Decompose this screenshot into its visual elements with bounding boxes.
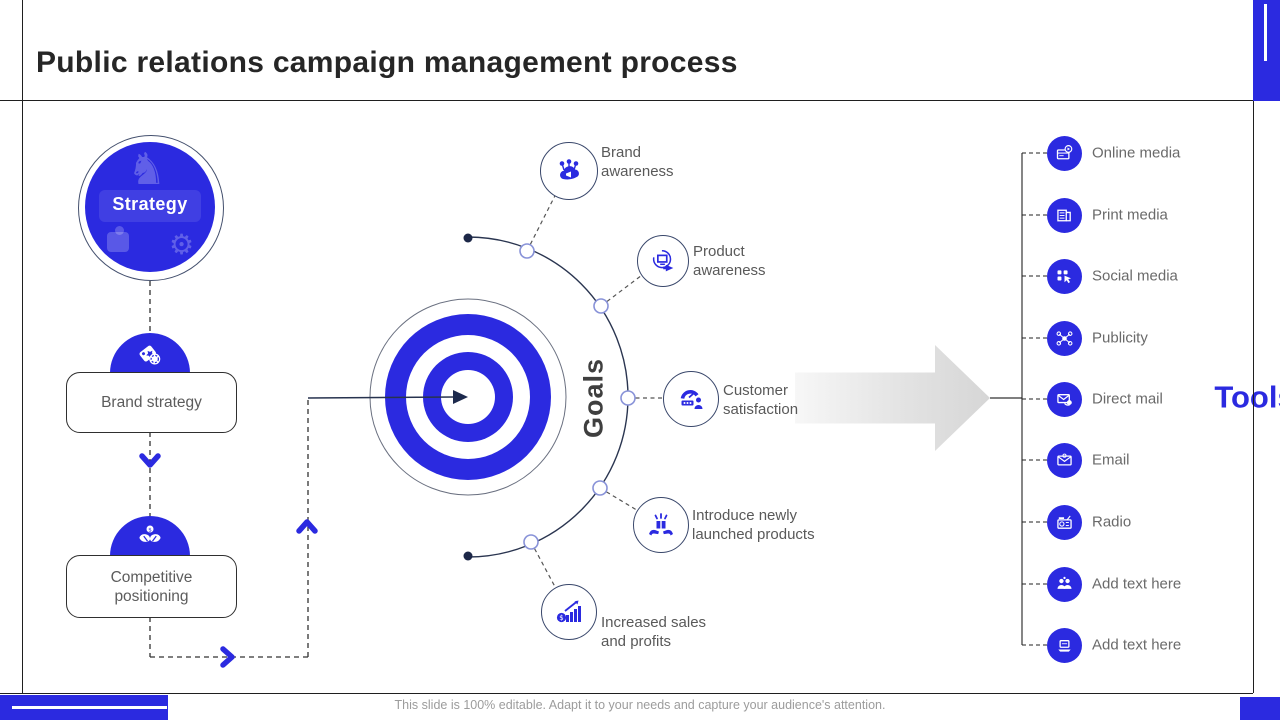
tool-item-publicity[interactable] bbox=[1047, 320, 1082, 356]
tool-label-radio: Radio bbox=[1092, 513, 1132, 531]
arc-nodes bbox=[519, 243, 636, 550]
chess-knight-icon: ♞ bbox=[127, 145, 167, 194]
price-tag-icon bbox=[139, 345, 161, 365]
target-arrow bbox=[307, 390, 468, 404]
tool-item-print-media[interactable] bbox=[1047, 197, 1082, 233]
competing-fists-icon: $ bbox=[139, 525, 161, 542]
new-product-launch-icon bbox=[649, 513, 673, 536]
goal-label-introduce-products: Introduce newly launched products bbox=[692, 507, 815, 543]
goal-item-increased-sales[interactable]: $ bbox=[541, 584, 597, 640]
print-media-icon bbox=[1057, 209, 1071, 221]
goal-item-product-awareness[interactable] bbox=[637, 235, 689, 287]
brand-strategy-label: Brand strategy bbox=[101, 394, 202, 411]
sales-growth-icon: $ bbox=[556, 600, 581, 623]
chevron-up-icon bbox=[296, 519, 318, 534]
goal-label-product-awareness: Product awareness bbox=[693, 243, 766, 279]
goals-axis-label: Goals bbox=[578, 357, 609, 439]
tool-label-print-media: Print media bbox=[1092, 206, 1168, 224]
social-media-icon bbox=[1057, 269, 1072, 283]
goal-item-customer-satisfaction[interactable] bbox=[663, 371, 719, 427]
team-discussion-icon bbox=[1057, 576, 1072, 589]
svg-text:$: $ bbox=[559, 614, 563, 622]
laptop-icon bbox=[1058, 639, 1071, 652]
radio-icon bbox=[1057, 515, 1072, 529]
direct-mail-icon bbox=[1057, 393, 1072, 406]
tool-item-radio[interactable] bbox=[1047, 504, 1082, 540]
goal-item-brand-awareness[interactable] bbox=[540, 142, 598, 200]
tool-label-add-text-1: Add text here bbox=[1092, 575, 1182, 593]
page-title: Public relations campaign management pro… bbox=[36, 46, 738, 80]
strategy-circle[interactable]: ♞ ⚙ Strategy bbox=[78, 135, 224, 281]
goal-label-increased-sales: Increased sales and profits bbox=[601, 614, 707, 650]
chevron-down-icon bbox=[139, 453, 161, 468]
tool-label-add-text-2: Add text here bbox=[1092, 636, 1182, 654]
strategy-label: Strategy bbox=[112, 194, 188, 214]
gear-check-icon: ⚙ bbox=[169, 229, 195, 260]
bottom-frame-line bbox=[0, 693, 1253, 694]
puzzle-piece-icon bbox=[107, 232, 129, 252]
brand-awareness-icon bbox=[559, 159, 579, 180]
brand-strategy-box[interactable]: Brand strategy bbox=[66, 372, 237, 433]
customer-satisfaction-icon bbox=[680, 390, 703, 409]
bottom-right-accent-bar bbox=[1240, 697, 1280, 720]
accent-white-line bbox=[12, 706, 167, 709]
tool-label-publicity: Publicity bbox=[1092, 329, 1148, 347]
tool-label-direct-mail: Direct mail bbox=[1092, 390, 1163, 408]
flow-chevron-arrows bbox=[139, 453, 318, 668]
tools-label: Tools bbox=[1214, 379, 1280, 415]
competitive-positioning-label: Competitive positioning bbox=[110, 568, 193, 605]
publicity-icon bbox=[1056, 330, 1073, 346]
right-frame-line bbox=[1253, 100, 1254, 693]
tool-item-email[interactable] bbox=[1047, 442, 1082, 478]
bottom-left-accent-bar bbox=[0, 695, 168, 720]
product-awareness-icon bbox=[652, 249, 674, 272]
left-frame-line bbox=[22, 0, 23, 694]
strategy-circle-core: ♞ ⚙ Strategy bbox=[85, 142, 215, 272]
tool-label-social-media: Social media bbox=[1092, 267, 1178, 285]
tool-label-email: Email bbox=[1092, 451, 1130, 469]
footer-note: This slide is 100% editable. Adapt it to… bbox=[394, 698, 886, 712]
tool-item-add-text-2[interactable] bbox=[1047, 627, 1082, 663]
goal-item-introduce-products[interactable] bbox=[633, 497, 689, 553]
chevron-right-icon bbox=[220, 646, 235, 668]
online-media-icon bbox=[1056, 144, 1073, 159]
tool-item-direct-mail[interactable] bbox=[1047, 381, 1082, 417]
competitive-positioning-box[interactable]: Competitive positioning bbox=[66, 555, 237, 618]
svg-text:$: $ bbox=[148, 527, 152, 533]
title-divider-line bbox=[0, 100, 1280, 101]
accent-white-line bbox=[1264, 4, 1267, 61]
strategy-band bbox=[99, 190, 201, 222]
puzzle-piece-nub bbox=[115, 226, 124, 235]
tool-item-add-text-1[interactable] bbox=[1047, 566, 1082, 602]
tools-connectors bbox=[990, 152, 1048, 646]
email-icon bbox=[1057, 453, 1072, 466]
top-right-accent-bar bbox=[1253, 0, 1280, 101]
goal-label-brand-awareness: Brand awareness bbox=[601, 144, 674, 180]
goal-label-customer-satisfaction: Customer satisfaction bbox=[723, 382, 799, 418]
tool-label-online-media: Online media bbox=[1092, 144, 1181, 162]
tool-item-social-media[interactable] bbox=[1047, 258, 1082, 294]
tool-item-online-media[interactable] bbox=[1047, 135, 1082, 171]
